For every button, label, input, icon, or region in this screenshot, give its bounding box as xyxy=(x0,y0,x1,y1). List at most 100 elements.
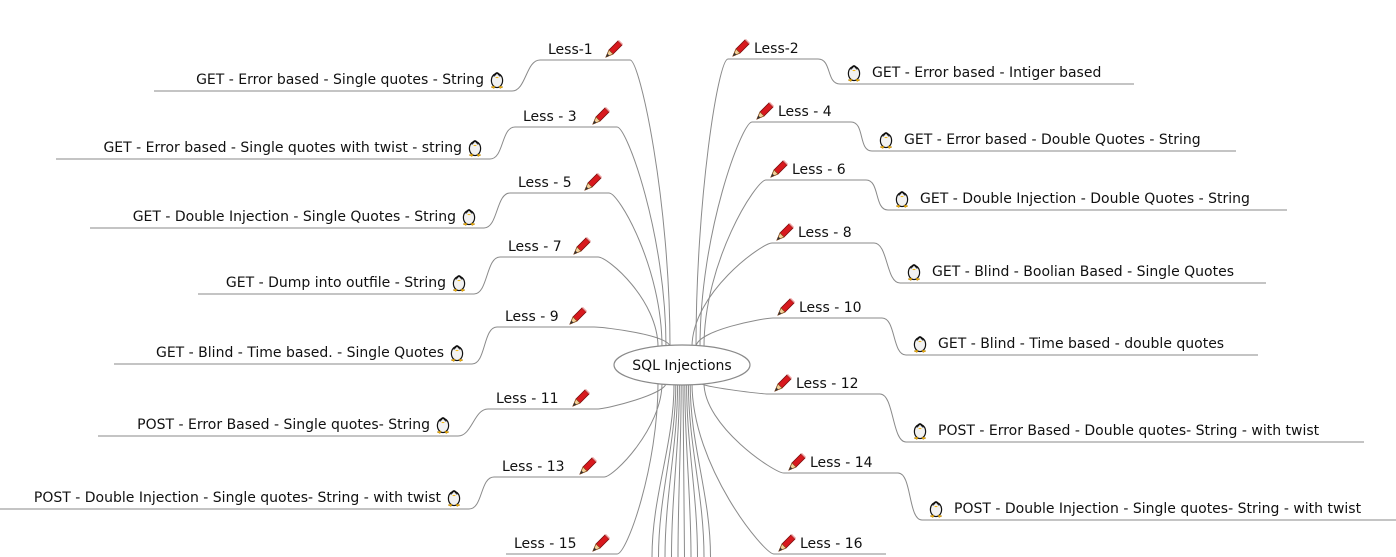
topic-node-8[interactable]: GET - Blind - Boolian Based - Single Quo… xyxy=(900,264,1266,284)
pencil-icon xyxy=(788,452,807,471)
less-node-6[interactable]: Less - 6 xyxy=(766,159,866,181)
edge-less-to-topic-5 xyxy=(483,192,511,229)
less-node-12[interactable]: Less - 12 xyxy=(770,373,880,395)
edge-less-to-topic-2 xyxy=(817,58,841,85)
topic-label: POST - Double Injection - Single quotes-… xyxy=(34,490,442,506)
penguin-icon xyxy=(468,140,482,158)
less-label: Less - 3 xyxy=(523,109,577,125)
less-label: Less - 6 xyxy=(792,162,846,178)
penguin-icon xyxy=(913,423,927,441)
less-label: Less - 14 xyxy=(810,455,873,471)
edge-less-to-topic-1 xyxy=(511,59,541,92)
less-label: Less - 15 xyxy=(514,536,577,552)
edge-offscreen xyxy=(684,383,692,557)
edge-offscreen xyxy=(689,383,711,557)
less-node-8[interactable]: Less - 8 xyxy=(772,222,874,244)
topic-label: GET - Blind - Boolian Based - Single Quo… xyxy=(932,264,1234,280)
edge-less-to-topic-7 xyxy=(473,256,501,295)
topic-node-4[interactable]: GET - Error based - Double Quotes - Stri… xyxy=(872,132,1236,152)
penguin-icon xyxy=(447,490,461,508)
less-node-1[interactable]: Less-1 xyxy=(540,39,630,61)
penguin-icon xyxy=(490,72,504,90)
edge-center-to-less-5 xyxy=(608,192,663,348)
edge-less-to-topic-9 xyxy=(471,326,498,365)
topic-label: POST - Error Based - Double quotes- Stri… xyxy=(938,423,1320,439)
less-node-3[interactable]: Less - 3 xyxy=(515,106,617,128)
topic-node-13[interactable]: POST - Double Injection - Single quotes-… xyxy=(0,490,469,510)
less-node-16[interactable]: Less - 16 xyxy=(774,533,886,555)
topic-label: POST - Double Injection - Single quotes-… xyxy=(954,501,1362,517)
edges xyxy=(457,58,923,557)
less-node-4[interactable]: Less - 4 xyxy=(752,101,851,123)
pencil-icon xyxy=(778,533,797,552)
less-label: Less - 11 xyxy=(496,391,559,407)
less-node-9[interactable]: Less - 9 xyxy=(497,306,594,328)
edge-offscreen xyxy=(664,383,679,557)
pencil-icon xyxy=(569,306,588,325)
edge-center-to-less-14 xyxy=(703,382,785,474)
edge-center-to-less-4 xyxy=(699,121,753,348)
pencil-icon xyxy=(579,456,598,475)
topic-node-14[interactable]: POST - Double Injection - Single quotes-… xyxy=(922,501,1396,521)
center-node[interactable]: SQL Injections xyxy=(613,344,751,386)
less-label: Less - 8 xyxy=(798,225,852,241)
penguin-icon xyxy=(847,65,861,83)
less-node-5[interactable]: Less - 5 xyxy=(510,172,609,194)
less-node-2[interactable]: Less-2 xyxy=(728,38,818,60)
topic-label: GET - Double Injection - Double Quotes -… xyxy=(920,191,1250,207)
less-node-7[interactable]: Less - 7 xyxy=(500,236,598,258)
edge-less-to-topic-11 xyxy=(457,408,489,437)
edge-less-to-topic-3 xyxy=(489,126,516,160)
edge-center-to-less-9 xyxy=(593,326,671,348)
less-label: Less - 5 xyxy=(518,175,572,191)
topic-node-10[interactable]: GET - Blind - Time based - double quotes xyxy=(906,336,1258,356)
less-node-11[interactable]: Less - 11 xyxy=(488,388,597,410)
less-node-13[interactable]: Less - 13 xyxy=(494,456,604,478)
edge-less-to-topic-8 xyxy=(873,242,901,284)
topic-label: POST - Error Based - Single quotes- Stri… xyxy=(137,417,430,433)
penguin-icon xyxy=(907,264,921,282)
less-node-14[interactable]: Less - 14 xyxy=(784,452,898,474)
edge-center-to-less-10 xyxy=(695,317,774,348)
topic-node-11[interactable]: POST - Error Based - Single quotes- Stri… xyxy=(98,417,458,437)
edge-center-to-less-7 xyxy=(597,256,659,348)
edge-center-to-less-2 xyxy=(695,58,729,348)
pencil-icon xyxy=(572,388,591,407)
penguin-icon xyxy=(452,275,466,293)
pencil-icon xyxy=(592,106,611,125)
edge-less-to-topic-10 xyxy=(881,317,907,356)
pencil-icon xyxy=(777,297,796,316)
less-label: Less-1 xyxy=(548,42,593,58)
edge-less-to-topic-14 xyxy=(897,472,923,521)
edge-less-to-topic-12 xyxy=(879,393,907,443)
less-node-10[interactable]: Less - 10 xyxy=(773,297,882,319)
penguin-icon xyxy=(895,191,909,209)
topic-node-6[interactable]: GET - Double Injection - Double Quotes -… xyxy=(888,191,1287,211)
topic-node-12[interactable]: POST - Error Based - Double quotes- Stri… xyxy=(906,423,1364,443)
topic-node-3[interactable]: GET - Error based - Single quotes with t… xyxy=(56,140,490,160)
edge-center-to-less-16 xyxy=(691,382,775,555)
topic-node-7[interactable]: GET - Dump into outfile - String xyxy=(198,275,474,295)
edge-offscreen xyxy=(687,383,705,557)
topic-label: GET - Error based - Double Quotes - Stri… xyxy=(904,132,1201,148)
topic-label: GET - Dump into outfile - String xyxy=(226,275,446,291)
penguin-icon xyxy=(462,209,476,227)
edge-center-to-less-12 xyxy=(699,382,771,395)
pencil-icon xyxy=(774,373,793,392)
less-label: Less - 9 xyxy=(505,309,559,325)
edge-center-to-less-11 xyxy=(596,382,667,410)
topic-node-9[interactable]: GET - Blind - Time based. - Single Quote… xyxy=(114,345,472,365)
less-label: Less - 10 xyxy=(799,300,862,316)
center-node-label: SQL Injections xyxy=(632,358,731,374)
edge-center-to-less-8 xyxy=(691,242,773,348)
less-node-15[interactable]: Less - 15 xyxy=(506,533,617,555)
penguin-icon xyxy=(929,501,943,519)
pencil-icon xyxy=(605,39,624,58)
topic-node-5[interactable]: GET - Double Injection - Single Quotes -… xyxy=(90,209,484,229)
edge-offscreen xyxy=(677,383,682,557)
topic-node-2[interactable]: GET - Error based - Intiger based xyxy=(840,65,1134,85)
penguin-icon xyxy=(436,417,450,435)
topic-node-1[interactable]: GET - Error based - Single quotes - Stri… xyxy=(154,72,512,92)
